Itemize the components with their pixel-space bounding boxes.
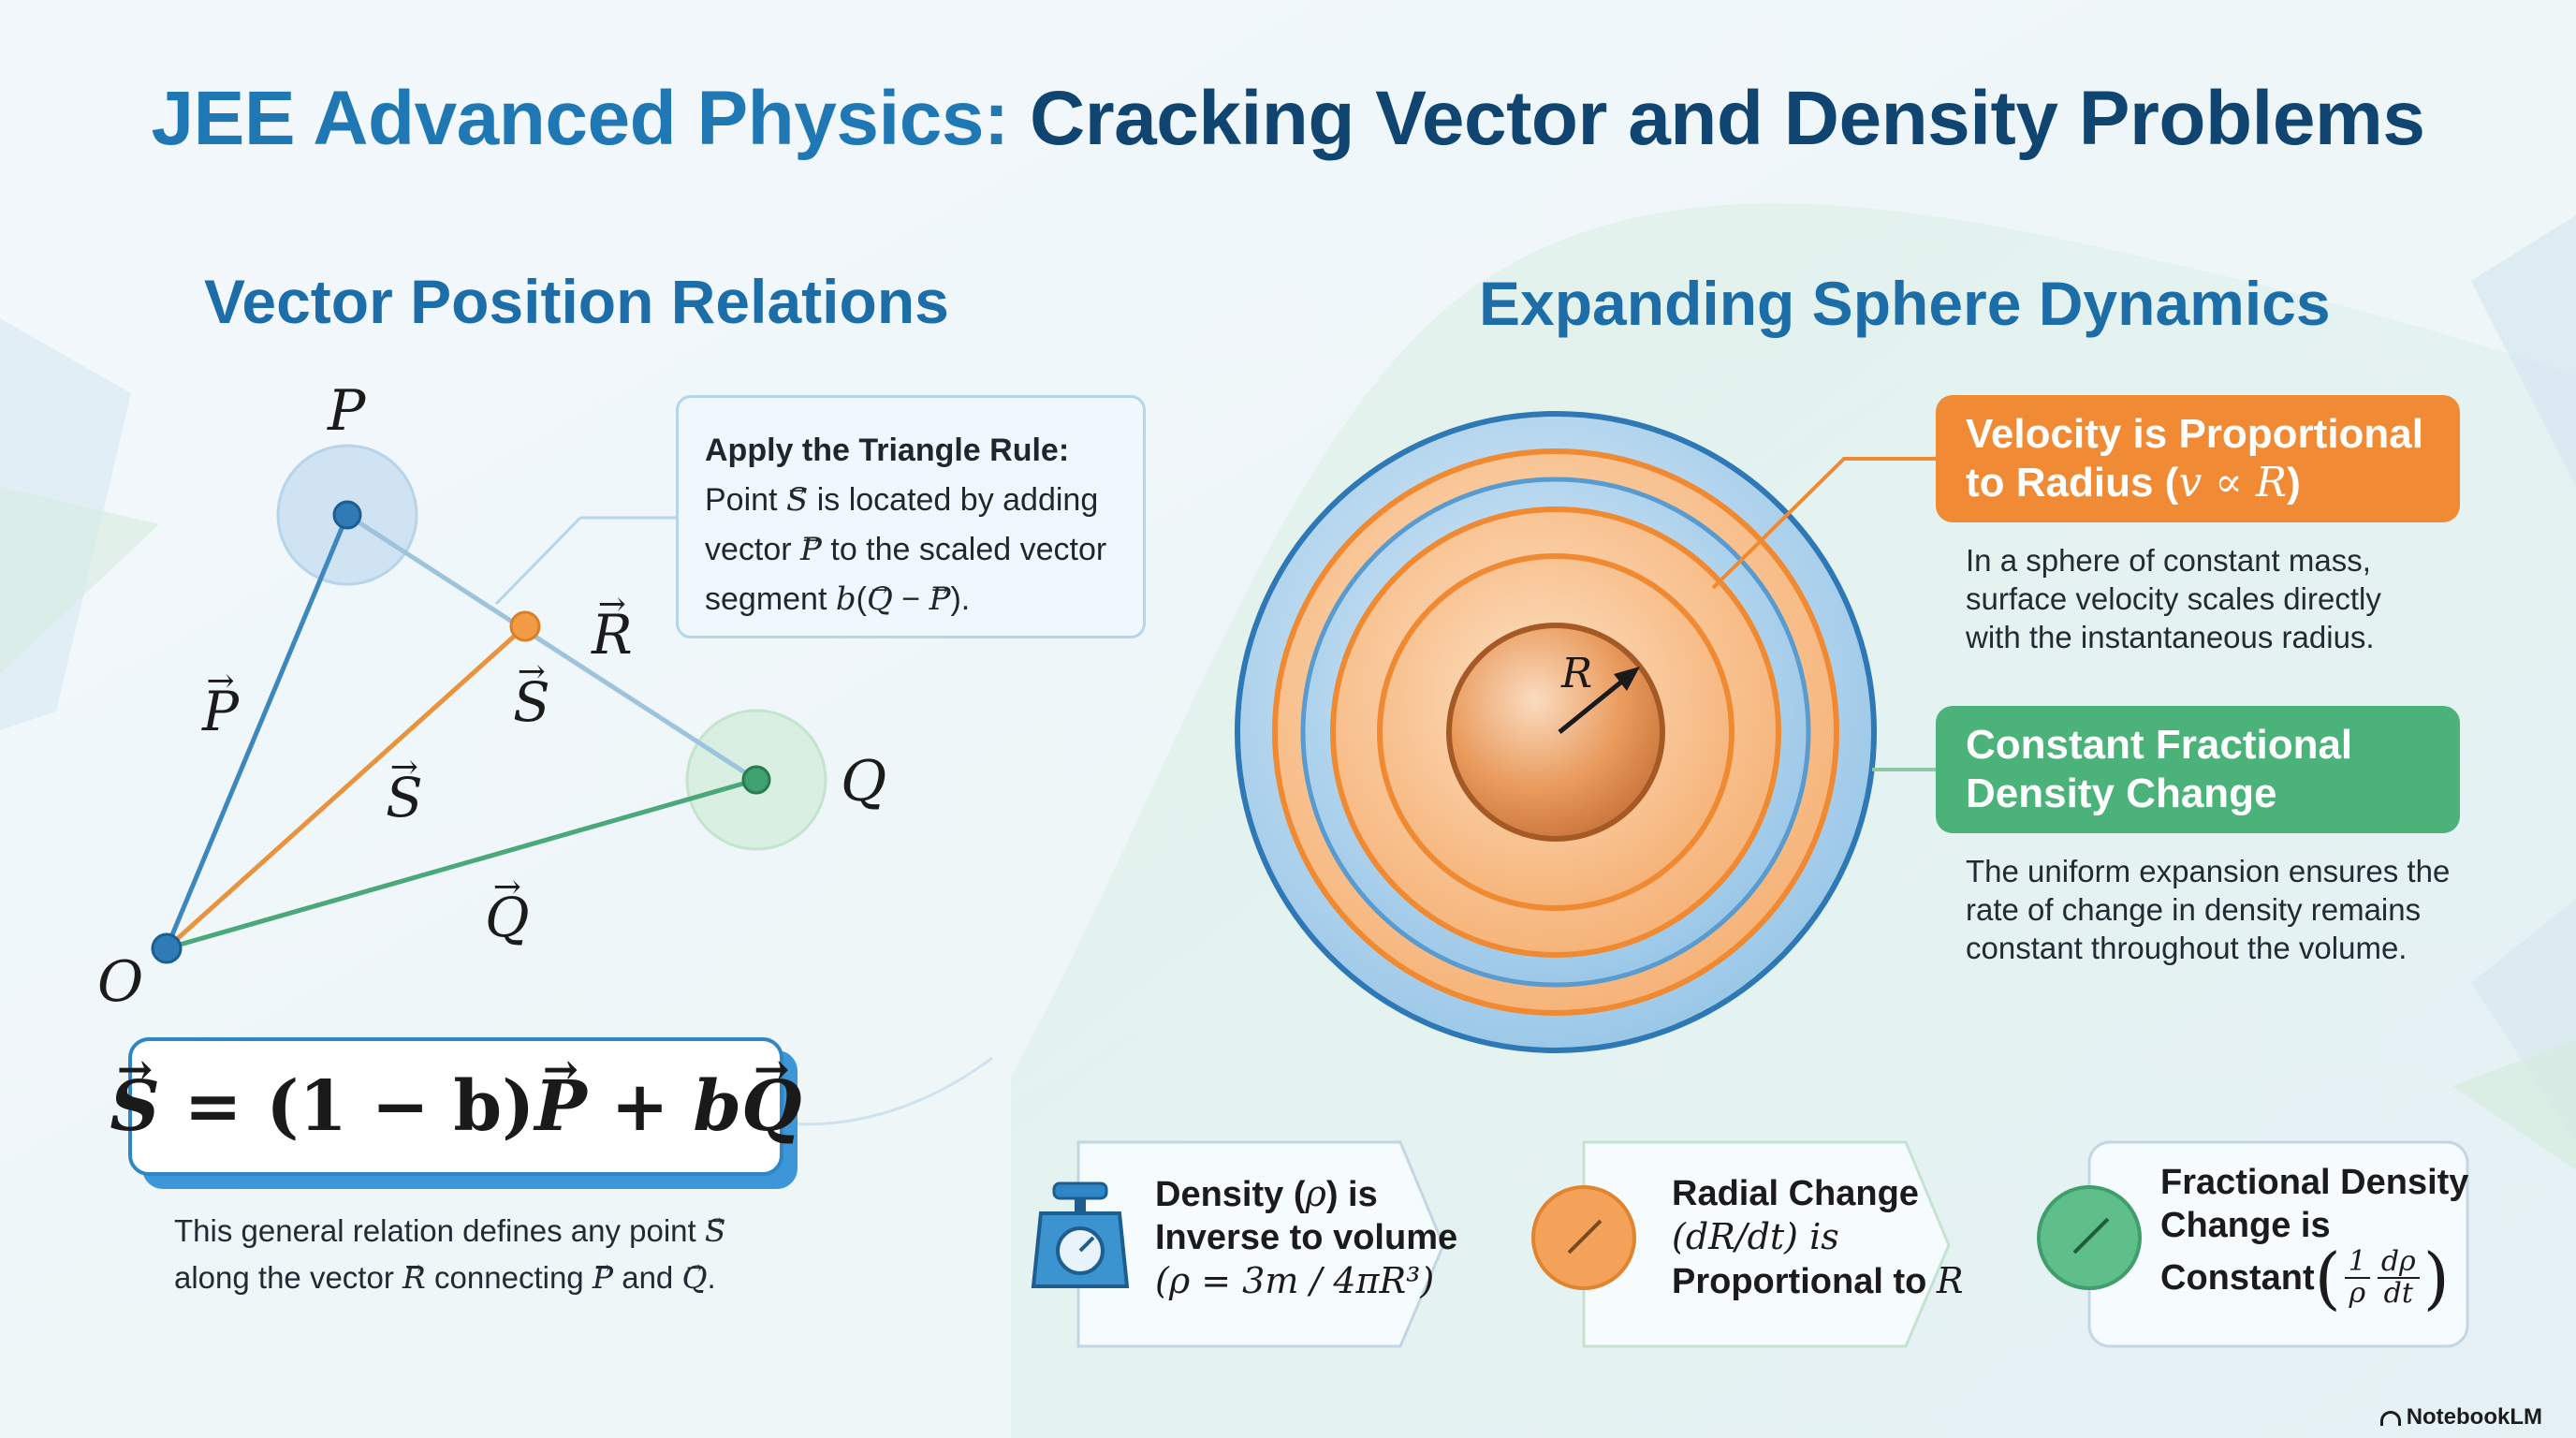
point-p-label: P <box>328 378 366 444</box>
position-formula-box: S = (1 − b) P + b Q <box>110 1037 802 1176</box>
formula-description: This general relation defines any point … <box>174 1208 829 1301</box>
card-arrows <box>1076 1140 2469 1348</box>
formula-plus-b: + b <box>586 1066 742 1147</box>
formula-q: Q <box>741 1066 801 1147</box>
point-p-dot <box>332 500 362 530</box>
radius-arrowhead <box>1614 667 1640 691</box>
sphere-section-heading: Expanding Sphere Dynamics <box>1479 269 2331 338</box>
sphere-core <box>1446 623 1665 842</box>
velocity-proportional-pill: Velocity is Proportional to Radius (v ∝ … <box>1936 395 2460 522</box>
vector-q-label: Q <box>485 886 530 949</box>
formula-middle: = (1 − b) <box>159 1066 535 1147</box>
notebooklm-brand: NotebookLM <box>2379 1404 2542 1431</box>
callout-line-1: Point S is located by adding <box>705 481 1098 519</box>
formula-s: S <box>110 1066 159 1147</box>
fractional-density-card: Fractional Density Change is Constant ( … <box>2160 1163 2469 1317</box>
vector-r-line <box>345 512 758 783</box>
page-title: JEE Advanced Physics: Cracking Vector an… <box>0 75 2576 163</box>
vector-diagram <box>151 444 827 964</box>
scale-icon <box>1031 1181 1130 1288</box>
density-description: The uniform expansion ensures the rate o… <box>1966 854 2451 965</box>
card-2-shape <box>1582 1140 1951 1348</box>
velocity-description: In a sphere of constant mass, surface ve… <box>1966 543 2381 654</box>
vector-p-label: P <box>202 680 239 743</box>
callout-line-3: segment b(Q − P). <box>705 580 970 618</box>
callout-line-2: vector P to the scaled vector <box>705 531 1106 568</box>
card-1-shape <box>1076 1140 1445 1348</box>
point-q-dot <box>741 765 771 795</box>
origin-dot <box>151 932 183 964</box>
radius-label: R <box>1561 650 1593 697</box>
origin-label: O <box>97 949 144 1015</box>
gauge-green-icon <box>2037 1185 2142 1290</box>
gauge-orange-icon <box>1531 1185 1636 1290</box>
vector-section-heading: Vector Position Relations <box>204 267 949 336</box>
vector-s-label-near: S <box>513 670 550 734</box>
vector-p-line <box>164 514 350 949</box>
vector-r-label: R <box>592 603 633 667</box>
vector-s-label-mid: S <box>386 766 423 829</box>
notebooklm-logo-icon <box>2379 1411 2401 1426</box>
formula-p: P <box>534 1066 587 1147</box>
density-inverse-card: Density (ρ) is Inverse to volume (ρ = 3m… <box>1155 1173 1458 1301</box>
radius-arrow <box>1558 674 1631 734</box>
title-part-2: Cracking Vector and Density Problems <box>1030 76 2425 161</box>
vector-q-line <box>166 777 757 951</box>
point-q-label: Q <box>841 749 887 814</box>
title-part-1: JEE Advanced Physics: <box>151 76 1010 161</box>
vector-s-line <box>165 624 527 950</box>
density-change-pill: Constant Fractional Density Change <box>1936 706 2460 833</box>
radial-change-card: Radial Change (dR/dt) is Proportional to… <box>1672 1174 1964 1301</box>
callout-heading: Apply the Triangle Rule: <box>705 433 1070 468</box>
expanding-sphere <box>1235 411 1877 1053</box>
callout-leader <box>494 516 582 606</box>
point-s-dot <box>509 610 541 642</box>
sphere-connectors <box>1711 457 1936 771</box>
triangle-rule-callout: Apply the Triangle Rule: Point S is loca… <box>676 395 1146 638</box>
